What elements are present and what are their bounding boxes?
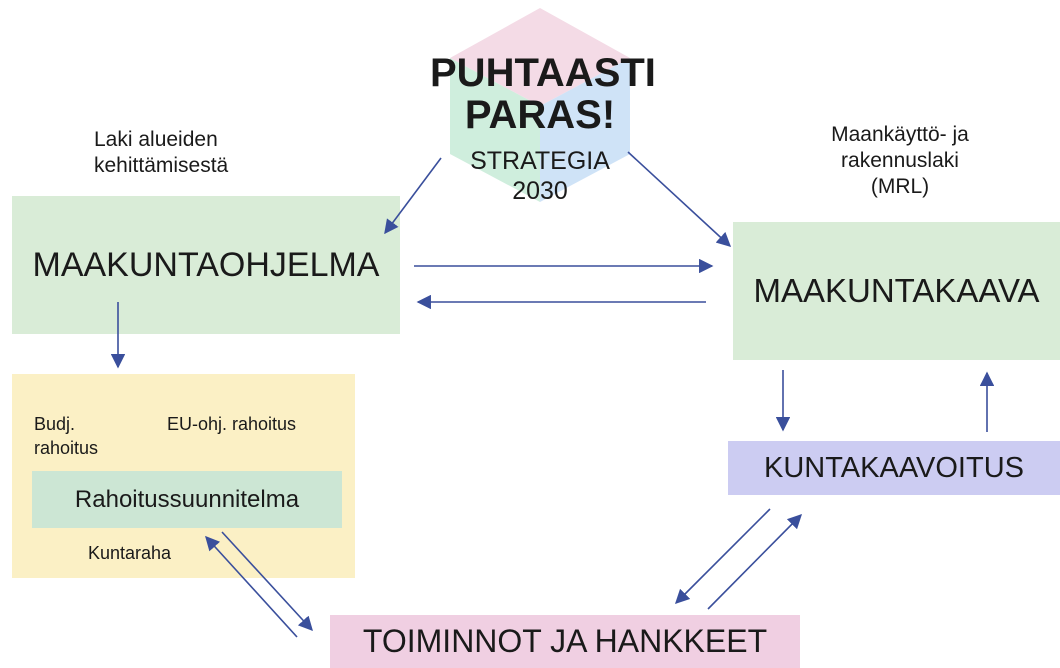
logo-title: PUHTAASTI PARAS! [430,51,656,137]
maakuntakaava-label: MAAKUNTAKAAVA [753,272,1040,309]
maakuntaohjelma-box: MAAKUNTAOHJELMA [12,196,400,334]
maakuntaohjelma-label: MAAKUNTAOHJELMA [32,245,380,284]
budget-funding-line2: rahoitus [34,438,99,458]
funding-plan-box: Rahoitussuunnitelma [32,471,342,528]
logo-subtitle-line2: 2030 [512,177,568,205]
budget-funding-label: Budj. rahoitus [34,412,98,460]
law-left-label: Laki alueiden kehittämisestä [94,127,228,179]
law-right-line3: (MRL) [870,175,930,198]
kuntakaavoitus-label: KUNTAKAAVOITUS [764,451,1024,484]
law-left-line2: kehittämisestä [94,154,229,177]
logo-segment-green [450,58,540,202]
funding-box: Budj. rahoitus EU-ohj. rahoitus Rahoitus… [12,374,355,578]
law-right-line2: rakennuslaki [841,149,959,172]
law-right-label: Maankäyttö- ja rakennuslaki (MRL) [790,122,1010,200]
toiminnot-label: TOIMINNOT JA HANKKEET [362,623,768,659]
toiminnot-box: TOIMINNOT JA HANKKEET [330,615,800,668]
law-right-line1: Maankäyttö- ja [831,123,969,146]
logo-subtitle: STRATEGIA 2030 [430,146,650,206]
logo-segment-blue [540,58,630,202]
kuntakaavoitus-box: KUNTAKAAVOITUS [728,441,1060,495]
arrow-logo-to-maakuntaohjelma [384,157,442,235]
logo-segment-pink [450,8,630,106]
logo-subtitle-line1: STRATEGIA [470,147,610,175]
funding-plan-label: Rahoitussuunnitelma [74,485,300,513]
eu-funding-label: EU-ohj. rahoitus [167,414,297,434]
logo-title-line2: PARAS! [464,93,616,137]
strategy-logo-hexagon [450,8,630,202]
budget-funding-line1: Budj. [34,414,76,434]
maakuntakaava-box: MAAKUNTAKAAVA [733,222,1060,360]
arrow-toiminnot-to-funding [205,535,298,638]
law-left-line1: Laki alueiden [94,128,218,151]
arrow-kuntakaavoitus-to-toiminnot [674,508,771,605]
kuntaraha-label: Kuntaraha [88,543,172,563]
arrow-funding-to-toiminnot [221,531,313,632]
arrow-toiminnot-to-kuntakaavoitus [707,513,803,610]
arrow-logo-to-maakuntakaava [627,151,732,247]
logo-title-line1: PUHTAASTI [430,51,656,95]
